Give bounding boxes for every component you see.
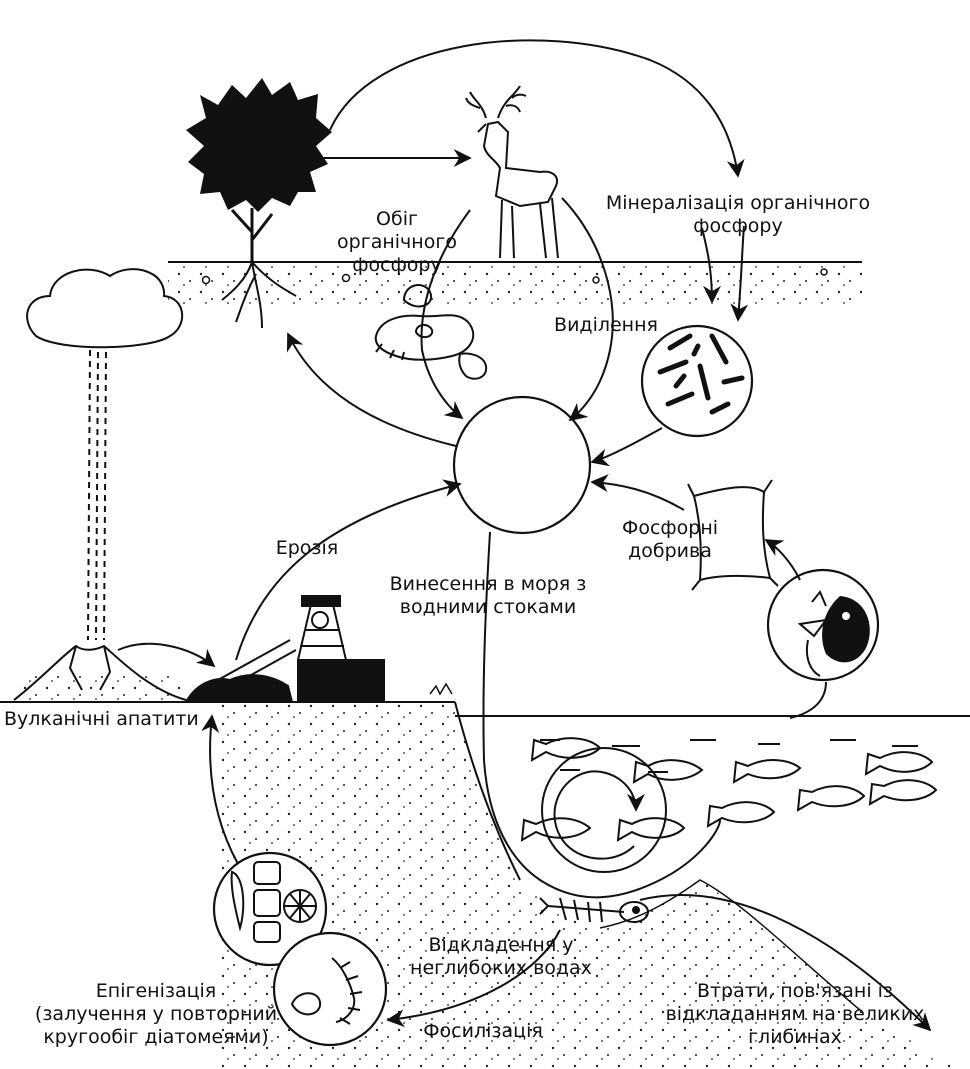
mine-icon — [184, 595, 385, 703]
flow-arrows — [117, 39, 932, 1032]
sea-surface — [455, 715, 970, 773]
epigenization-label: Епігенізація (залучення у повторний круг… — [34, 980, 278, 1048]
excretion-label: Виділення — [554, 314, 658, 336]
phosphate-pool-circle — [452, 395, 592, 535]
shallow-deposits-label: Відкладення у неглибоких водах — [410, 934, 592, 979]
deep-losses-label: Втрати, пов'язані із відкладанням на вел… — [665, 980, 925, 1048]
erosion-label: Ерозія — [275, 537, 339, 559]
soil-surface — [168, 261, 862, 304]
diatoms-icon — [212, 851, 328, 967]
deer-icon — [465, 85, 559, 259]
ocean-cycle-icon — [541, 747, 667, 873]
tree-icon — [186, 78, 332, 329]
fossil-icon — [272, 931, 388, 1047]
volcanic-apatites-label: Вулканічні апатити — [4, 708, 199, 730]
organic-cycle-label: Обіг органічного фосфору — [337, 208, 457, 276]
seabird-icon — [766, 568, 880, 682]
sediment-layer — [220, 701, 960, 1069]
fish-skeleton-icon — [539, 897, 649, 923]
fossilization-label: Фосилізація — [423, 1020, 543, 1042]
bacteria-icon — [640, 324, 754, 438]
volcano-icon — [13, 268, 187, 701]
mineralization-label: Мінералізація органічного фосфору — [605, 192, 871, 237]
fertilizer-sack-icon — [687, 479, 779, 591]
fish-icon — [520, 737, 938, 842]
fertilizers-label: Фосфорні добрива — [621, 517, 719, 562]
runoff-label: Винесення в моря з водними стоками — [389, 573, 587, 618]
